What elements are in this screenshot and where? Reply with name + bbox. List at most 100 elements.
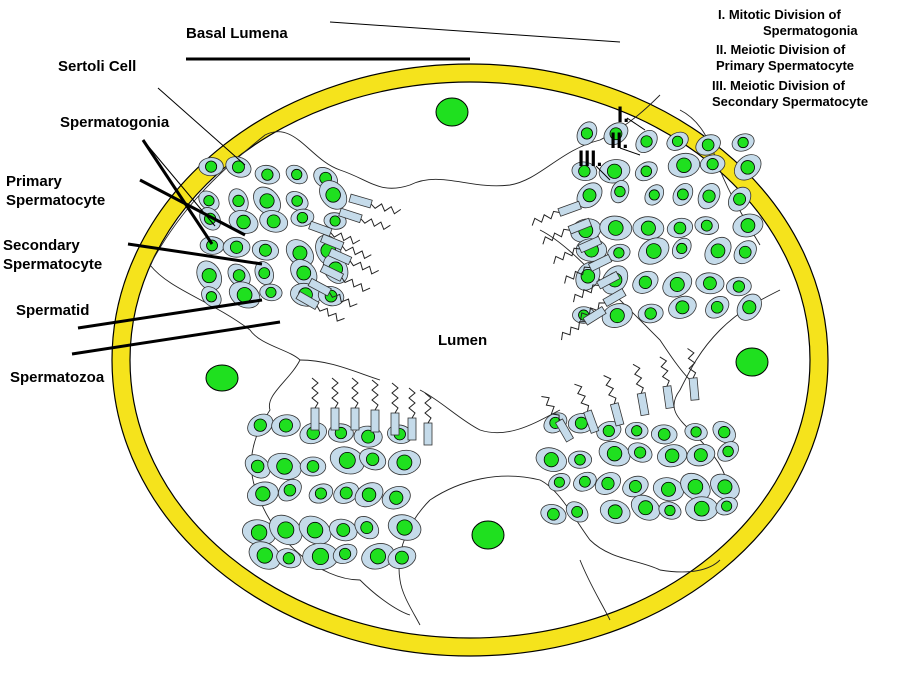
germ-cell-nucleus (628, 480, 642, 493)
germ-cell-nucleus (250, 524, 268, 541)
germ-cell-cluster-lower-left (242, 413, 422, 571)
germ-cell-nucleus (339, 486, 353, 500)
spermatozoa-tail (341, 245, 372, 260)
germ-cell-nucleus (638, 500, 654, 516)
germ-cell-nucleus (710, 243, 726, 259)
spermatozoa-tail (391, 382, 399, 414)
germ-cell-nucleus (606, 163, 623, 179)
germ-cell-nucleus (579, 475, 591, 488)
spermatozoa-tail (603, 375, 617, 404)
germ-cell-nucleus (580, 269, 596, 284)
spermatozoa-tail (351, 377, 359, 409)
germ-cell-nucleus (644, 307, 657, 320)
label-lumen: Lumen (438, 332, 488, 349)
germ-cell-nucleus (338, 451, 356, 469)
germ-cell-nucleus (360, 521, 374, 535)
legend-ii-line1: II. Meiotic Division of (716, 42, 846, 57)
germ-cell-nucleus (306, 521, 324, 539)
germ-cell-nucleus (676, 157, 692, 173)
spermatozoa-tail (331, 377, 339, 409)
germ-cell-nucleus (339, 547, 352, 560)
spermatozoa-tail (542, 228, 570, 245)
germ-cell-nucleus (236, 214, 251, 230)
germ-cell-nucleus (607, 504, 623, 520)
label-leader-lines (71, 21, 646, 356)
germ-cell-nucleus (702, 189, 716, 203)
germ-cell-nucleus (329, 215, 341, 227)
germ-cell-cluster-lower-right (535, 412, 740, 525)
germ-cell-nucleus (250, 459, 265, 474)
germ-cell-nucleus (205, 160, 218, 173)
germ-cell-nucleus (369, 548, 387, 565)
germ-cell-nucleus (673, 221, 687, 235)
germ-cell-nucleus (721, 500, 733, 512)
leader-spermatid (77, 298, 263, 330)
germ-cell-nucleus (206, 239, 218, 252)
spermatid-body (423, 422, 433, 446)
spermatid-body (330, 407, 340, 431)
leader-secondary (127, 242, 263, 266)
leader-division-ii (619, 147, 641, 156)
germ-cell-nucleus (640, 165, 653, 178)
germ-cell-nucleus (703, 276, 717, 291)
germ-cell-nucleus (661, 481, 676, 497)
germ-cell-nucleus (701, 138, 715, 152)
spermatid-body (390, 412, 400, 436)
germ-cell-nucleus (205, 291, 217, 303)
sertoli-cell-outlines (149, 94, 781, 626)
germ-cell-nucleus (365, 452, 380, 466)
germ-cell-nucleus (258, 243, 272, 257)
germ-cell-nucleus (232, 160, 245, 174)
spermatozoa-tail (328, 292, 358, 308)
germ-cell-nucleus (282, 552, 295, 565)
germ-cell-nucleus (314, 487, 327, 500)
spermatid-body (310, 407, 320, 431)
germ-cell-nucleus (601, 476, 615, 491)
legend-i-line2: Spermatogonia (763, 23, 858, 38)
germ-cell-nucleus (276, 458, 293, 475)
germ-cell-nucleus (740, 160, 755, 175)
spermatozoa-tail (687, 348, 697, 379)
spermatid-body (370, 409, 380, 433)
spermatozoa-tail (564, 266, 591, 284)
spermatozoa-tail (574, 383, 590, 412)
germ-cell-nucleus (738, 245, 752, 259)
germ-cell-nucleus (733, 192, 747, 206)
spermatozoa-tail (659, 356, 670, 387)
germ-cell-nucleus (292, 245, 308, 261)
spermatozoa-tail (330, 232, 361, 245)
spermatozoa-tails (295, 193, 700, 446)
germ-cell-nucleus (732, 280, 745, 293)
leader-division-iii (595, 165, 611, 181)
germ-cell-nucleus (638, 275, 652, 289)
germ-cell-nucleus (740, 218, 756, 233)
germ-cell-nucleus (571, 505, 584, 518)
germ-cell-nucleus (296, 265, 312, 281)
spermatozoa-tail (553, 247, 580, 265)
spermatozoa-tail (311, 377, 319, 409)
germ-cell-nucleus (394, 550, 409, 565)
germ-cell-nucleus (277, 521, 295, 539)
spermatid-body (688, 377, 700, 401)
spermatozoa-tail (573, 284, 599, 303)
spermatid-body (350, 407, 360, 431)
germ-cell-nucleus (693, 448, 708, 463)
germ-cell-nucleus (687, 478, 704, 495)
germ-cell-nucleus (389, 490, 404, 505)
germ-cell-nucleus (574, 453, 586, 466)
germ-cell-nucleus (677, 188, 689, 201)
germ-cell-nucleus (265, 286, 277, 298)
leader-spermatozoa (71, 320, 281, 356)
germ-cell-nucleus (690, 426, 702, 438)
spermatozoa-tail (541, 396, 560, 421)
germ-cell-nucleus (543, 452, 559, 468)
label-spermatozoa: Spermatozoa (10, 369, 105, 386)
legend-item-i: I. Mitotic Division of Spermatogonia (718, 7, 858, 39)
germ-cell-nucleus (706, 158, 719, 171)
germ-cell-nucleus (645, 243, 662, 259)
marker-division-ii: II. (610, 128, 629, 153)
germ-cell-nucleus (664, 448, 680, 463)
germ-cell-nucleus (232, 269, 246, 282)
leader-sertoli-cell (157, 87, 246, 166)
germ-cell-nucleus (283, 483, 297, 497)
